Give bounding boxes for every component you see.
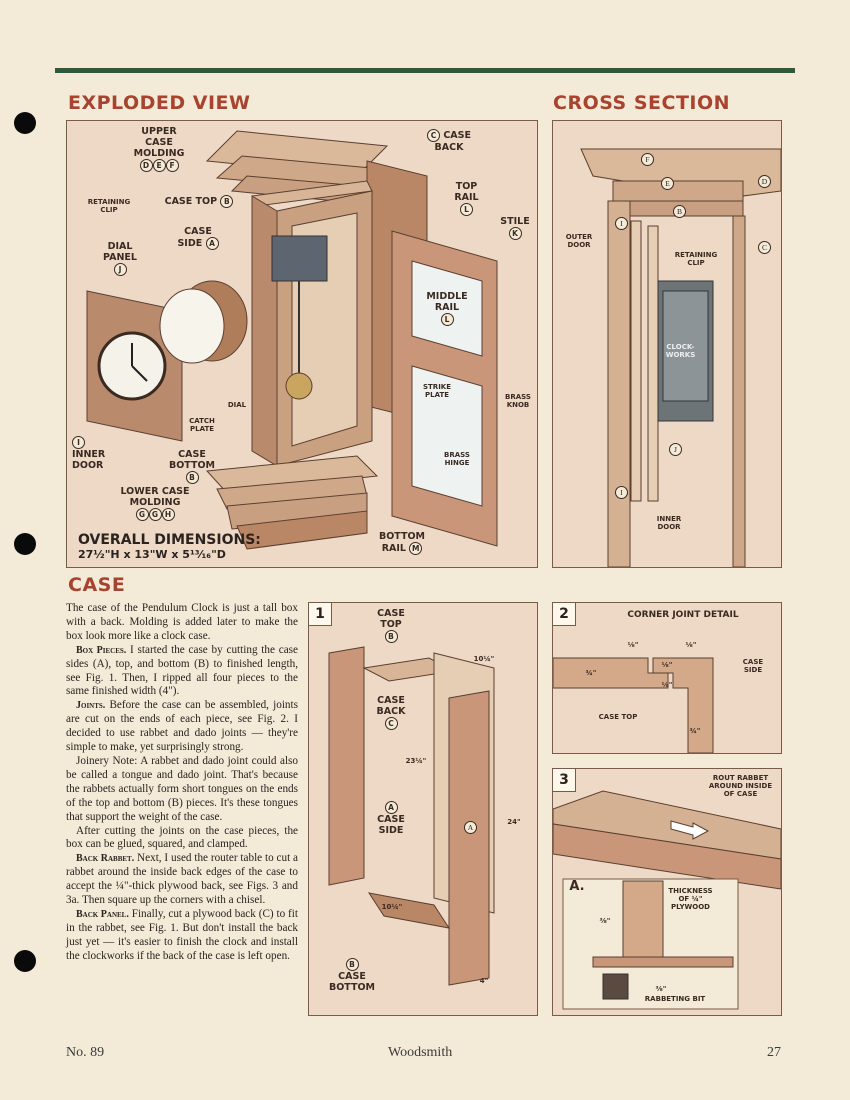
top-rule (55, 68, 795, 73)
page-number: 27 (767, 1045, 781, 1060)
fig1-dim-side-height: 24" (507, 818, 521, 826)
fig3-bit-label: RABBETING BIT (644, 995, 706, 1003)
callout-f: F (641, 153, 654, 166)
fig2-dim-3: ⅛" (661, 661, 673, 669)
callout-i: I (615, 217, 628, 230)
paragraph: Box Pieces. I started the case by cuttin… (66, 643, 298, 698)
figure-1-drawing (328, 646, 495, 986)
case-back-label: C CASE BACK (424, 129, 474, 153)
figure-3-panel: 3 ROUT RABBET AROUND INSIDE OF CASE a. T… (552, 768, 782, 1016)
case-side-label: CASE SIDE A (173, 226, 223, 250)
fig2-title: CORNER JOINT DETAIL (627, 610, 739, 620)
figure-number: 2 (553, 603, 576, 626)
figure-2-panel: 2 CORNER JOINT DETAIL CASE SIDE CASE TOP… (552, 602, 782, 754)
case-bottom-label: CASE BOTTOM B (168, 449, 216, 484)
magazine-name: Woodsmith (388, 1045, 453, 1060)
figure-2-drawing (553, 657, 714, 753)
fig2-dim-1: ⅛" (627, 641, 639, 649)
figure-number: 3 (553, 769, 576, 792)
retaining-clip-label: RETAINING CLIP (87, 198, 131, 214)
fig2-case-side: CASE SIDE (742, 658, 764, 674)
fig3-rout-label: ROUT RABBET AROUND INSIDE OF CASE (708, 774, 773, 798)
clockworks-label: CLOCK-WORKS (665, 343, 696, 359)
callout-d: D (758, 175, 771, 188)
callout-i-lower: I (615, 486, 628, 499)
outer-door-label: OUTER DOOR (565, 233, 593, 249)
callout-e: E (661, 177, 674, 190)
fig1-dim-depth: 4" (479, 977, 489, 985)
fig3-thickness-label: THICKNESS OF ¼" PLYWOOD (668, 887, 713, 911)
fig1-side-letter: A (464, 821, 477, 834)
brass-knob-label: BRASS KNOB (505, 393, 531, 409)
paragraph: After cutting the joints on the case pie… (66, 824, 298, 851)
fig2-dim-5: ¾" (585, 669, 597, 677)
binder-hole (14, 533, 36, 555)
figure-3-drawing (553, 790, 781, 1010)
binder-hole (14, 950, 36, 972)
bottom-rail-label: BOTTOM RAIL M (378, 531, 426, 555)
fig2-dim-4: ⅛" (661, 681, 673, 689)
catch-plate-label: CATCH PLATE (189, 417, 215, 433)
case-heading: CASE (68, 574, 126, 596)
fig3-dim-2: ⅜" (655, 985, 667, 993)
figure-number: 1 (309, 603, 332, 626)
binder-hole (14, 112, 36, 134)
dial-label: DIAL (227, 401, 247, 409)
cross-section-panel: OUTER DOOR RETAINING CLIP CLOCK-WORKS IN… (552, 120, 782, 568)
fig2-case-top: CASE TOP (598, 713, 638, 721)
cross-section-heading: CROSS SECTION (553, 92, 731, 114)
paragraph: Back Rabbet. Next, I used the router tab… (66, 852, 298, 907)
fig3-dim-1: ⅜" (599, 917, 611, 925)
exploded-view-heading: EXPLODED VIEW (68, 92, 251, 114)
paragraph: The case of the Pendulum Clock is just a… (66, 602, 298, 642)
issue-number: No. 89 (66, 1045, 105, 1060)
exploded-view-drawing (86, 130, 498, 550)
fig2-dim-2: ⅛" (685, 641, 697, 649)
paragraph: Back Panel. Finally, cut a plywood back … (66, 907, 298, 962)
fig2-dim-6: ¾" (689, 727, 701, 735)
cross-retaining-clip-label: RETAINING CLIP (674, 251, 718, 267)
cross-section-drawing (580, 148, 781, 567)
article-body: The case of the Pendulum Clock is just a… (66, 602, 298, 964)
paragraph: Joinery Note: A rabbet and dado joint co… (66, 754, 298, 823)
strike-plate-label: STRIKE PLATE (422, 383, 452, 399)
fig1-dim-top-width: 10¼" (473, 655, 495, 663)
callout-c: C (758, 241, 771, 254)
cross-inner-door-label: INNER DOOR (656, 515, 682, 531)
overall-dimensions: OVERALL DIMENSIONS: 27½"H x 13"W x 5¹³⁄₁… (78, 532, 261, 561)
callout-j: J (669, 443, 682, 456)
fig3-sub-label: a. (569, 879, 585, 894)
fig1-dim-back-height: 23¼" (405, 757, 427, 765)
paragraph: Joints. Before the case can be assembled… (66, 699, 298, 754)
callout-b: B (673, 205, 686, 218)
case-top-label: CASE TOP B (159, 195, 239, 208)
brass-hinge-label: BRASS HINGE (444, 451, 470, 467)
fig1-dim-bottom-width: 10¼" (381, 903, 403, 911)
